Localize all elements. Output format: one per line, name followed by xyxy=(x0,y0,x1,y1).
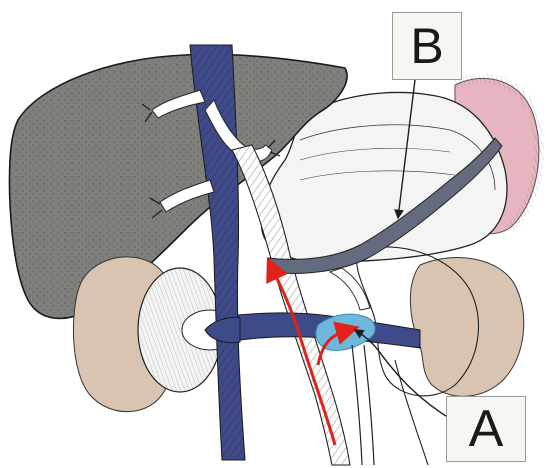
left-kidney xyxy=(357,247,524,396)
label-a-text: A xyxy=(469,403,504,455)
label-a-box: A xyxy=(446,396,526,462)
label-b-text: B xyxy=(410,21,443,71)
ureters xyxy=(352,345,428,465)
label-b-box: B xyxy=(392,12,462,80)
